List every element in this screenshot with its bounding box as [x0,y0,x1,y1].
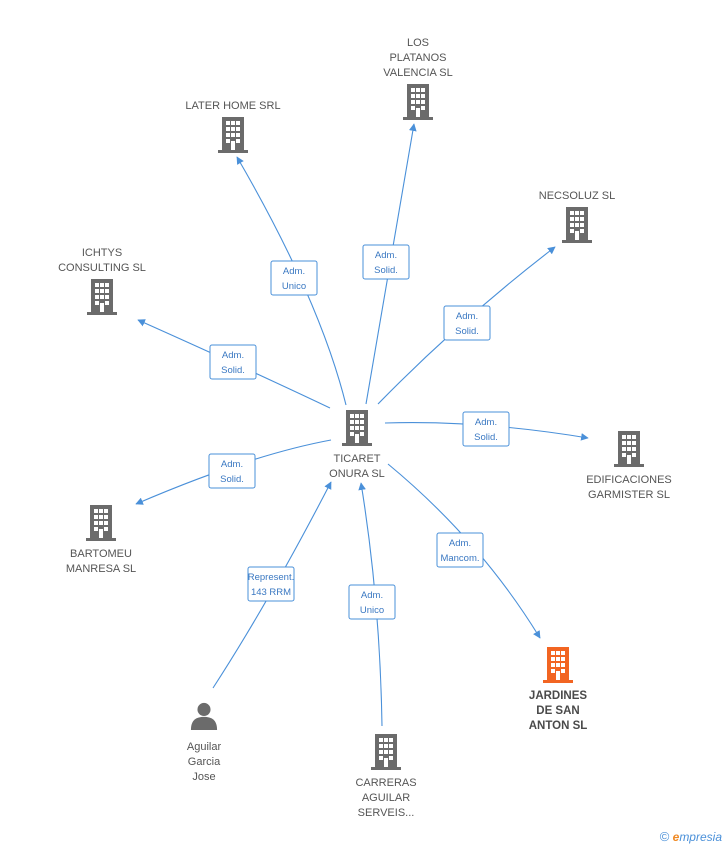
node-label: LOS [407,37,429,49]
relation-label-text: Solid. [455,326,479,337]
node-label: PLATANOS [389,52,446,64]
edge-bartomeu: Adm. Solid. [135,439,332,505]
empresia-watermark: © empresia [660,829,722,844]
relation-label[interactable]: Adm. Solid. [362,244,410,280]
relation-label-text: 143 RRM [251,587,291,598]
relation-label[interactable]: Adm. Unico [270,260,318,296]
nodes-layer: TICARET ONURA SL LATER HOME SRL LOS PLATANOS… [58,37,672,819]
relation-label-text: Adm. [456,311,478,322]
edges-layer: Adm.UnicoAdm.Solid.Adm.Solid.Adm.Solid.A… [135,123,589,727]
building-icon [403,84,433,120]
relation-label-text: Mancom. [440,553,479,564]
relation-label-box [443,305,491,341]
edge-ichtys: Adm. Solid. [137,319,331,409]
node-label: ANTON SL [529,720,588,732]
building-icon [562,207,592,243]
relation-label[interactable]: Adm. Solid. [462,411,510,447]
building-icon [371,734,401,770]
edge-later-home: Adm. Unico [236,156,347,406]
relation-label-box [348,584,396,620]
node-label: Aguilar [187,741,222,753]
relation-label-text: Adm. [375,250,397,261]
node-label: ICHTYS [82,247,122,259]
node-label: DE SAN [536,705,579,717]
edge-jardines: Adm. Mancom. [387,463,541,639]
building-icon [342,410,372,446]
person-icon [190,702,218,730]
building-icon [87,279,117,315]
edge-necsoluz: Adm. Solid. [377,246,556,405]
relation-label-text: Solid. [221,365,245,376]
node-later-home[interactable]: LATER HOME SRL [185,100,281,153]
node-label: BARTOMEU [70,548,132,560]
node-center[interactable]: TICARET ONURA SL [329,410,385,480]
relation-label-text: Adm. [221,459,243,470]
node-label: EDIFICACIONES [586,474,672,486]
building-icon [614,431,644,467]
building-icon [86,505,116,541]
node-label: VALENCIA SL [383,67,453,79]
relation-label-text: Represent. [248,572,294,583]
brand-initial: e [672,830,680,844]
edge-carreras: Adm. Unico [348,482,396,727]
node-label: SERVEIS... [358,807,415,819]
node-ichtys[interactable]: ICHTYS CONSULTING SL [58,247,146,315]
node-jardines[interactable]: JARDINES DE SAN ANTON SL [529,647,588,732]
relation-label-text: Adm. [449,538,471,549]
node-label: GARMISTER SL [588,489,670,501]
edge-edificaciones: Adm. Solid. [384,411,589,447]
relation-label-box [270,260,318,296]
node-label: JARDINES [529,690,587,702]
node-label: LATER HOME SRL [185,100,280,112]
node-label: MANRESA SL [66,563,136,575]
copyright-symbol: © [659,829,670,844]
edge-los-platanos: Adm. Solid. [362,123,417,405]
node-bartomeu[interactable]: BARTOMEU MANRESA SL [66,505,136,575]
relation-label-box [436,532,484,568]
node-label: ONURA SL [329,468,385,480]
node-necsoluz[interactable]: NECSOLUZ SL [539,190,615,243]
relation-label-box [209,344,257,380]
relation-label-text: Adm. [475,417,497,428]
relation-label-text: Adm. [361,590,383,601]
relation-label[interactable]: Represent. 143 RRM [247,566,295,602]
node-label: Garcia [188,756,221,768]
edge-aguilar: Represent. 143 RRM [212,481,332,689]
node-label: CONSULTING SL [58,262,146,274]
node-label: AGUILAR [362,792,410,804]
building-icon [218,117,248,153]
relation-label-text: Solid. [220,474,244,485]
node-label: TICARET [333,453,380,465]
node-edificaciones[interactable]: EDIFICACIONES GARMISTER SL [586,431,672,501]
relation-label[interactable]: Adm. Mancom. [436,532,484,568]
relation-label-text: Solid. [374,265,398,276]
node-carreras[interactable]: CARRERAS AGUILAR SERVEIS... [355,734,417,819]
relation-label-text: Unico [282,281,306,292]
relation-label-text: Adm. [283,266,305,277]
relation-label-text: Solid. [474,432,498,443]
relation-label[interactable]: Adm. Solid. [209,344,257,380]
node-label: CARRERAS [355,777,416,789]
building-icon [543,647,573,683]
relation-label-box [362,244,410,280]
relation-label[interactable]: Adm. Solid. [443,305,491,341]
relation-label-text: Adm. [222,350,244,361]
relation-label-text: Unico [360,605,384,616]
relation-label-box [247,566,295,602]
relation-label-box [462,411,510,447]
node-label: NECSOLUZ SL [539,190,615,202]
relation-label[interactable]: Adm. Solid. [208,453,256,489]
node-los-platanos[interactable]: LOS PLATANOS VALENCIA SL [383,37,453,120]
relation-label-box [208,453,256,489]
relation-label[interactable]: Adm. Unico [348,584,396,620]
brand-name: mpresia [679,830,722,844]
node-label: Jose [192,771,215,783]
